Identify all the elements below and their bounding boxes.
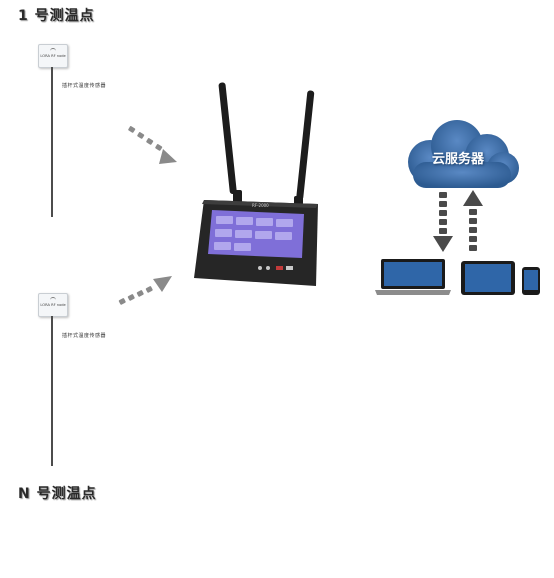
antenna-icon xyxy=(50,297,56,301)
point-title-first: 1 号测温点 xyxy=(18,8,95,24)
temperature-probe-last xyxy=(51,316,53,466)
sensor-node-last: LORA RF node xyxy=(38,293,68,317)
lora-module: LORA RF node xyxy=(38,293,68,317)
laptop-icon xyxy=(375,259,451,295)
temperature-probe-first xyxy=(51,67,53,217)
tablet-icon xyxy=(461,261,515,295)
antenna-left xyxy=(218,82,242,204)
lora-module: LORA RF node xyxy=(38,44,68,68)
probe-label-last: 插杆式温度传感器 xyxy=(62,333,107,339)
sensor-node-first: LORA RF node xyxy=(38,44,68,68)
point-title-last: N 号测温点 xyxy=(18,486,97,502)
module-label: LORA RF node xyxy=(40,53,66,58)
wireless-arrow-upper xyxy=(128,126,177,164)
wireless-arrow-lower xyxy=(118,276,172,305)
gateway-model-label: RF-2000 xyxy=(252,203,269,208)
gateway-device xyxy=(194,82,318,286)
cloud-icon xyxy=(408,120,519,188)
cloud-server-label: 云服务器 xyxy=(432,152,485,167)
phone-icon xyxy=(522,267,540,295)
probe-label-first: 插杆式温度传感器 xyxy=(62,83,107,89)
module-label: LORA RF node xyxy=(40,302,66,307)
data-arrow-down xyxy=(433,192,453,252)
data-arrow-up xyxy=(463,190,483,251)
antenna-right xyxy=(294,90,315,206)
antenna-icon xyxy=(50,48,56,52)
